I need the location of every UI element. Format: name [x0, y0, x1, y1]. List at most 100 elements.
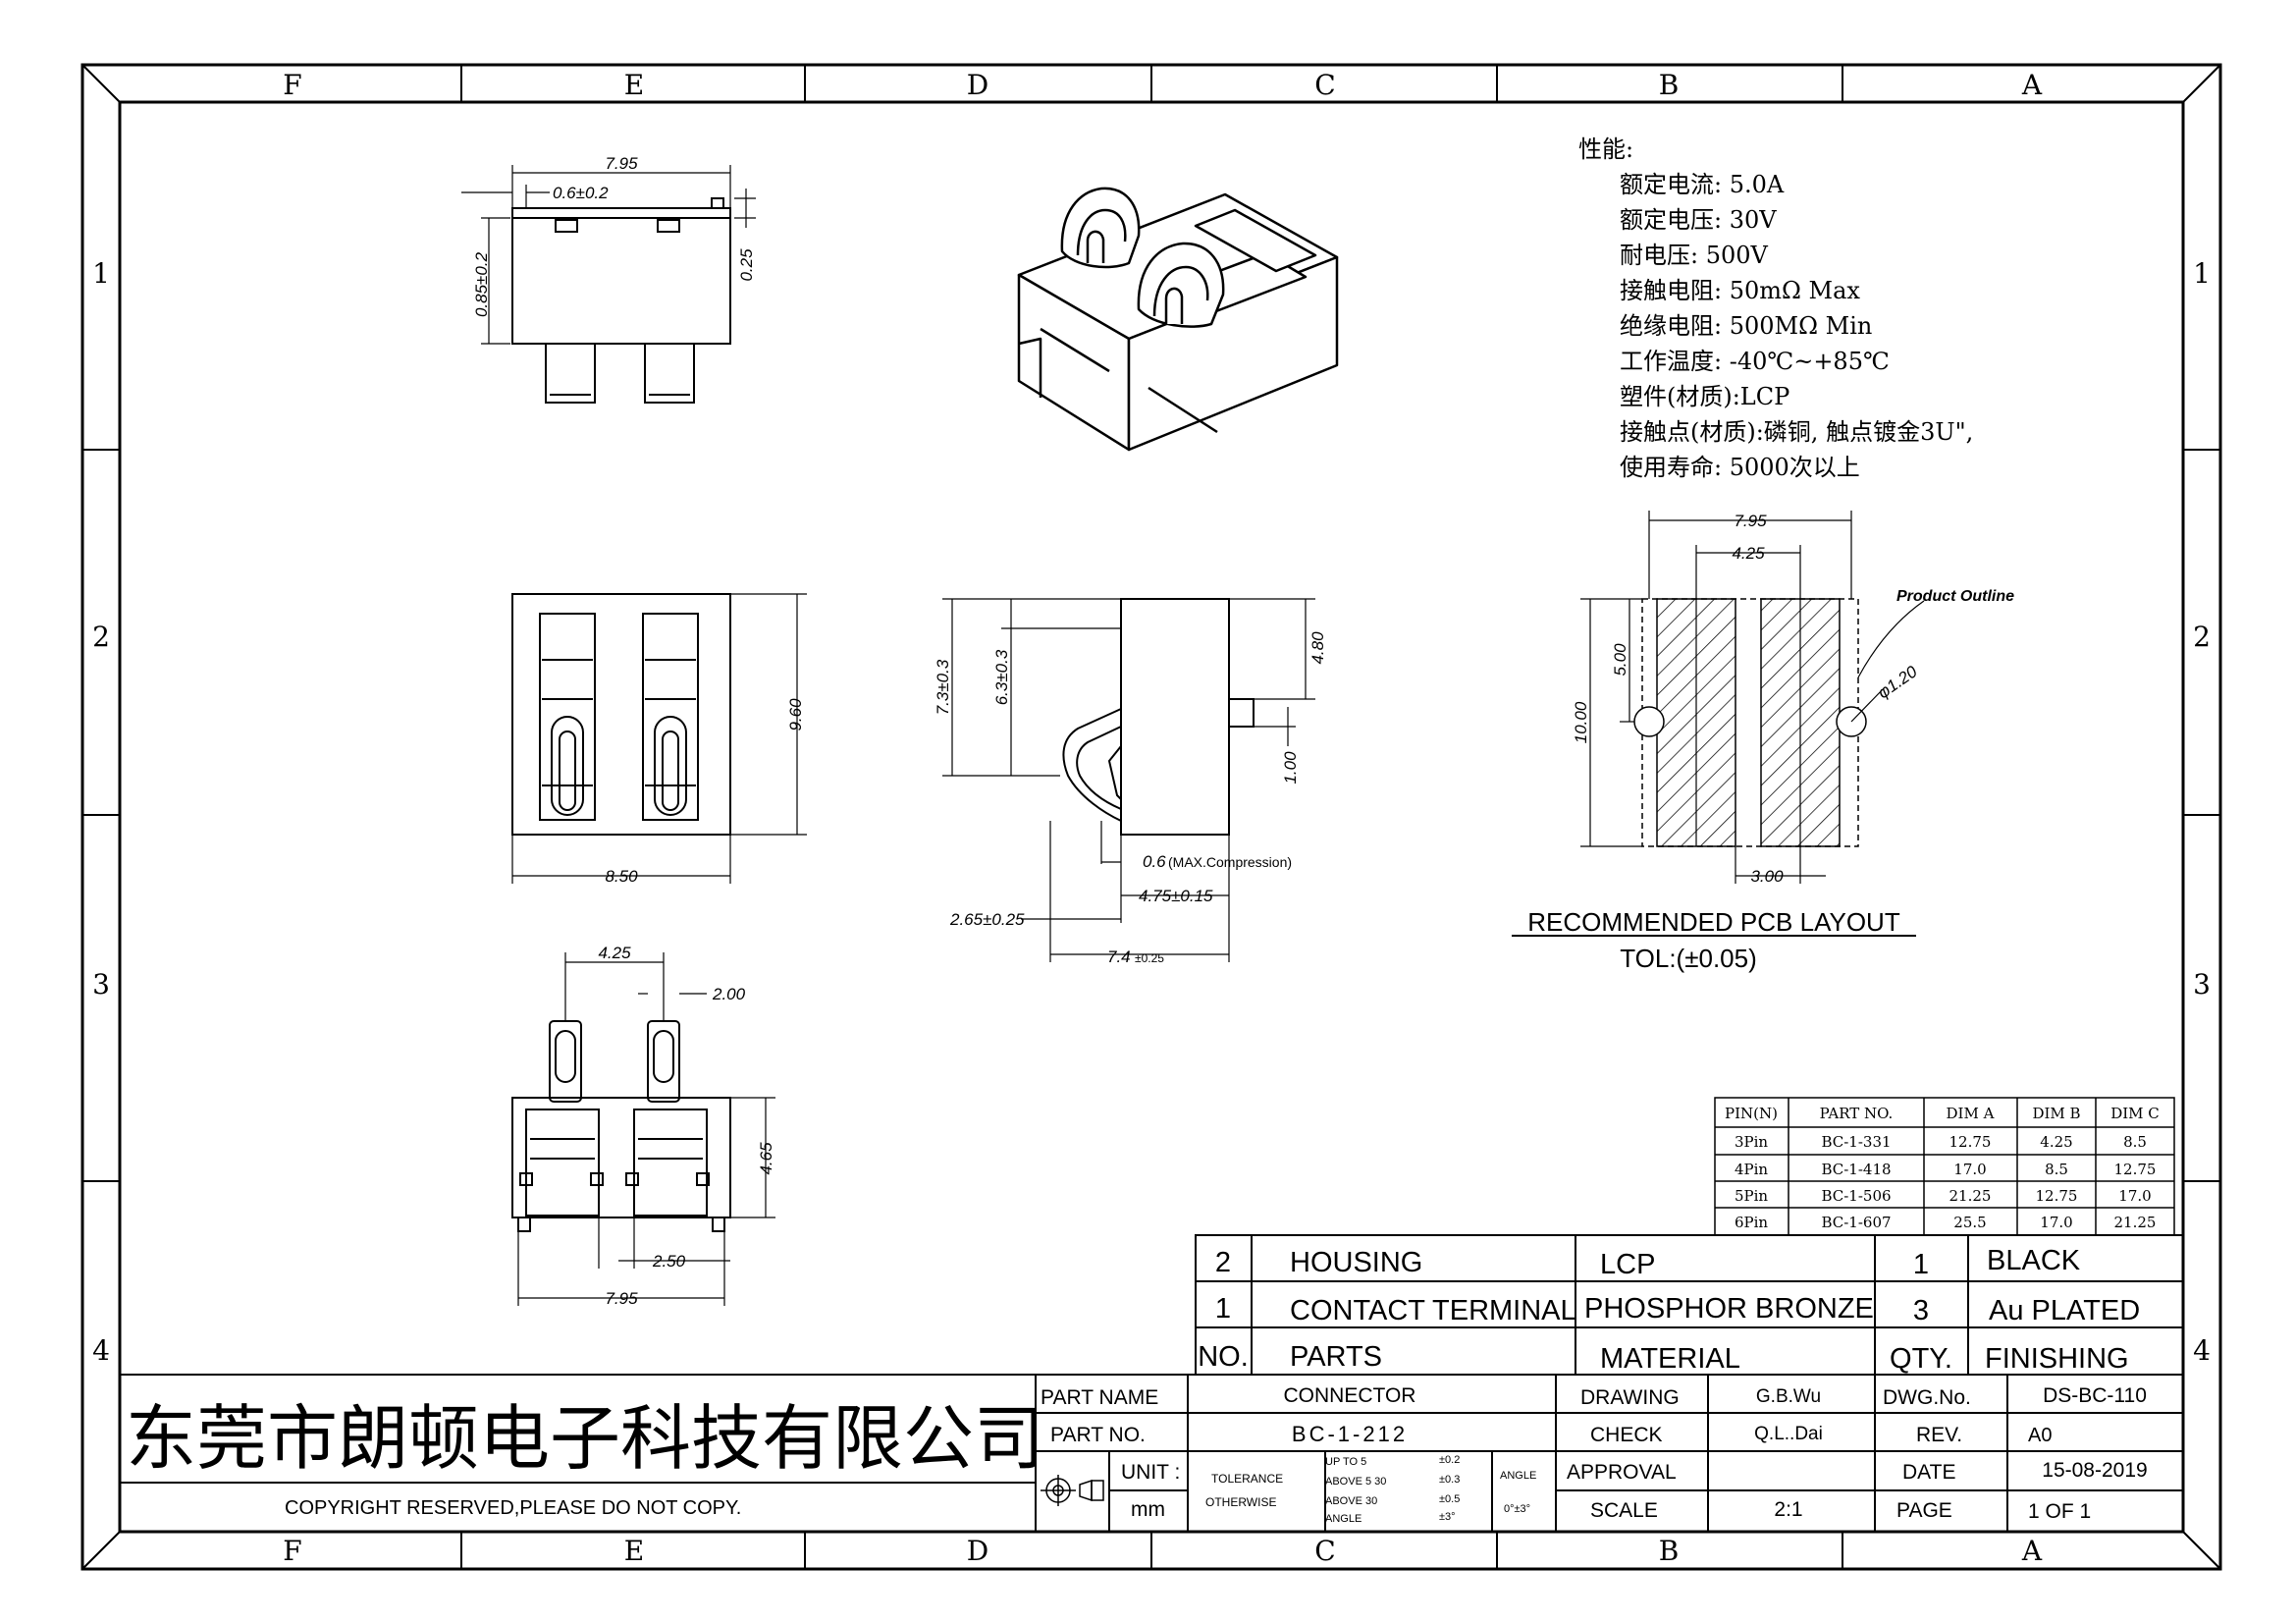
angle-label: ANGLE: [1500, 1470, 1536, 1482]
part-no-value: BC-1-212: [1292, 1422, 1408, 1446]
zone-top-e: E: [624, 69, 644, 101]
pin-cell: 12.75: [1949, 1133, 1992, 1151]
unit-value: mm: [1131, 1498, 1165, 1521]
pin-cell: 8.5: [2045, 1161, 2068, 1178]
bom-header-no: NO.: [1198, 1341, 1249, 1373]
zone-bot-c: C: [1314, 1535, 1335, 1567]
title-block-text: 东莞市朗顿电子科技有限公司 COPYRIGHT RESERVED,PLEASE …: [126, 1384, 2148, 1525]
unit-label: UNIT :: [1121, 1461, 1180, 1484]
pcb-tolerance: TOL:(±0.05): [1620, 944, 1757, 973]
pin-row: 6Pin BC-1-607 25.5 17.0 21.25: [1735, 1214, 2157, 1231]
pin-header: DIM A: [1947, 1105, 1995, 1122]
dim-bottom-width: 7.95: [605, 1289, 638, 1308]
check-value: Q.L..Dai: [1754, 1424, 1823, 1444]
pin-cell: 17.0: [2040, 1214, 2072, 1231]
pin-row: 3Pin BC-1-331 12.75 4.25 8.5: [1735, 1133, 2147, 1151]
part-name-label: PART NAME: [1041, 1386, 1158, 1409]
bom-table: [1195, 1234, 2184, 1376]
zone-top-a: A: [2021, 69, 2043, 101]
dim-top-width: 7.95: [605, 154, 638, 173]
dim-pcb-w: 7.95: [1734, 512, 1767, 530]
scale-value: 2:1: [1774, 1498, 1802, 1521]
approval-label: APPROVAL: [1567, 1461, 1677, 1484]
zone-left-1: 1: [92, 257, 110, 290]
dim-pcb-dia: φ1.20: [1874, 662, 1921, 702]
pin-cell: BC-1-506: [1821, 1187, 1891, 1205]
spec-line: 塑件(材质):LCP: [1620, 383, 1789, 410]
bom-no: 1: [1215, 1293, 1231, 1325]
pin-cell: 5Pin: [1735, 1187, 1768, 1205]
date-label: DATE: [1902, 1461, 1955, 1484]
bom-header-finishing: FINISHING: [1985, 1343, 2129, 1375]
zone-bot-a: A: [2021, 1535, 2043, 1567]
title-block: [120, 1374, 2183, 1532]
zone-top-b: B: [1659, 69, 1680, 101]
pin-cell: 4.25: [2040, 1133, 2072, 1151]
zone-bot-f: F: [283, 1535, 301, 1567]
dwg-no-value: DS-BC-110: [2043, 1384, 2147, 1407]
spec-line: 绝缘电阻: 500MΩ Min: [1620, 312, 1872, 340]
side-view: [942, 598, 1315, 962]
pin-cell: BC-1-607: [1821, 1214, 1891, 1231]
copyright-note: COPYRIGHT RESERVED,PLEASE DO NOT COPY.: [285, 1497, 741, 1519]
pin-table: [1714, 1097, 2175, 1236]
zone-left-4: 4: [92, 1334, 110, 1367]
spec-line: 接触电阻: 50mΩ Max: [1620, 277, 1860, 304]
spec-line: 耐电压: 500V: [1620, 242, 1769, 269]
front-view-dims: 9.60 8.50: [605, 698, 805, 886]
tol-value: ±3°: [1439, 1511, 1456, 1523]
rev-label: REV.: [1916, 1424, 1962, 1446]
front-view: [511, 593, 807, 884]
dwg-no-label: DWG.No.: [1883, 1386, 1971, 1409]
spec-line: 额定电压: 30V: [1620, 206, 1777, 234]
bom-row: 2 HOUSING LCP 1 BLACK: [1215, 1245, 2081, 1280]
check-label: CHECK: [1590, 1424, 1663, 1446]
bottom-view-dims: 4.25 2.00 4.65 2.50 7.95: [598, 944, 775, 1308]
pin-cell: 21.25: [2114, 1214, 2157, 1231]
bom-header-material: MATERIAL: [1600, 1343, 1740, 1375]
dim-side-d2: 2.65±0.25: [949, 910, 1025, 929]
tol-range: ABOVE 5 30: [1325, 1476, 1386, 1488]
bom-no: 2: [1215, 1247, 1231, 1278]
pin-header: PART NO.: [1820, 1105, 1894, 1122]
tolerance-label: TOLERANCE: [1211, 1472, 1283, 1486]
dim-bottom-w: 2.00: [712, 985, 746, 1003]
pin-header: PIN(N): [1725, 1105, 1778, 1122]
pcb-dims: 7.95 4.25 Product Outline 5.00 10.00 φ1.…: [1527, 512, 2014, 973]
tol-range: ABOVE 30: [1325, 1495, 1377, 1507]
dim-side-h3: 4.80: [1308, 631, 1327, 665]
pin-cell: 21.25: [1949, 1187, 1992, 1205]
dim-side-h2: 6.3±0.3: [992, 649, 1011, 705]
pin-cell: 12.75: [2036, 1187, 2078, 1205]
dim-front-width: 8.50: [605, 867, 638, 886]
page-label: PAGE: [1896, 1499, 1952, 1522]
pin-row: 4Pin BC-1-418 17.0 8.5 12.75: [1735, 1161, 2157, 1178]
dim-pcb-h2: 10.00: [1572, 701, 1590, 743]
sheet-frame: [80, 63, 2222, 1571]
side-view-dims: 7.3±0.3 6.3±0.3 4.80 1.00 0.6 (MAX.Compr…: [934, 631, 1327, 966]
dim-side-d3: 7.4: [1107, 947, 1131, 966]
zone-top-c: C: [1314, 69, 1335, 101]
scale-label: SCALE: [1590, 1499, 1658, 1522]
date-value: 15-08-2019: [2042, 1459, 2147, 1482]
pin-cell: 12.75: [2114, 1161, 2157, 1178]
bom-qty: 1: [1913, 1249, 1929, 1280]
bom-header-parts: PARTS: [1290, 1341, 1382, 1373]
pin-cell: 17.0: [1953, 1161, 1986, 1178]
zone-right-2: 2: [2193, 621, 2211, 653]
pin-cell: 3Pin: [1735, 1133, 1768, 1151]
dim-pcb-h1: 5.00: [1611, 643, 1629, 676]
projection-symbol: [1041, 1475, 1104, 1506]
angle-value: 0°±3°: [1504, 1503, 1530, 1515]
dim-side-d1: 4.75±0.15: [1139, 887, 1213, 905]
dim-front-height: 9.60: [786, 698, 805, 731]
bom-material: LCP: [1600, 1249, 1655, 1280]
dim-bottom-pitch: 4.25: [598, 944, 631, 962]
zone-labels: F E D C B A F E D C B A 1 2 3 4 1 2 3 4: [92, 69, 2211, 1567]
pin-cell: 17.0: [2118, 1187, 2151, 1205]
part-no-label: PART NO.: [1050, 1424, 1146, 1446]
zone-top-f: F: [283, 69, 301, 101]
pin-cell: BC-1-331: [1821, 1133, 1891, 1151]
pcb-outline-label: Product Outline: [1896, 588, 2014, 605]
